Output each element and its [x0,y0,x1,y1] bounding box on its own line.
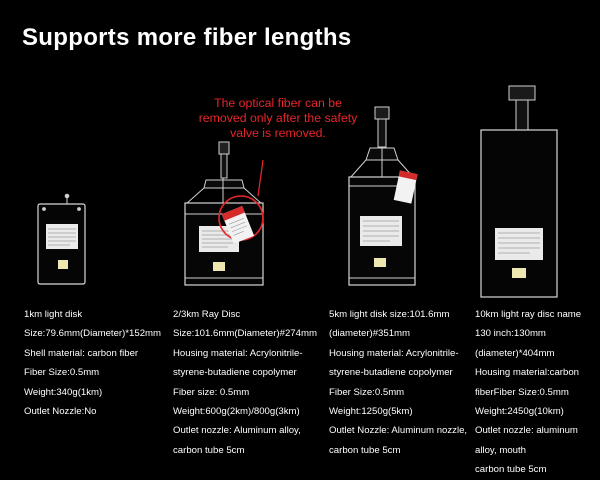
safety-valve-callout: The optical fiber can be removed only af… [198,96,358,140]
spec-line: Size:79.6mm(Diameter)*152mm [24,328,162,340]
spec-line: alloy, mouth [475,444,527,456]
product-1km-image [37,193,86,285]
product-10km-image [480,85,558,298]
spec-line: Outlet Nozzle: Aluminum nozzle, [329,425,468,437]
spec-5km: 5km light disk size:101.6mm (diameter)#3… [329,305,474,460]
spec-line: Housing material:carbon [475,367,579,379]
spec-line: (diameter)#351mm [329,328,411,340]
spec-line: styrene-butadiene copolymer [329,367,453,379]
product-5km-image [348,106,418,286]
spec-line: Weight:2450g(10km) [475,406,564,418]
product-illustrations [37,85,558,298]
spec-line: 5km light disk size:101.6mm [329,309,450,320]
spec-line: carbon tube 5cm [173,444,245,456]
spec-line: Outlet Nozzle:No [24,406,97,418]
spec-line: Outlet nozzle: Aluminum alloy, [173,425,301,437]
spec-2-3km: 2/3km Ray Disc Size:101.6mm(Diameter)#27… [173,305,323,460]
spec-line: Fiber Size:0.5mm [329,386,405,398]
spec-line: Outlet nozzle: aluminum [475,425,578,437]
spec-line: styrene-butadiene copolymer [173,367,297,379]
spec-line: carbon tube 5cm [329,444,401,456]
spec-line: 2/3km Ray Disc [173,309,241,320]
spec-line: Weight:600g(2km)/800g(3km) [173,406,300,418]
spec-line: Fiber Size:0.5mm [24,367,100,379]
spec-line: Weight:1250g(5km) [329,406,413,418]
spec-line: Fiber size: 0.5mm [173,386,250,398]
product-2-3km-image [184,141,264,286]
spec-line: carbon tube 5cm [475,464,547,476]
spec-line: Shell material: carbon fiber [24,347,139,359]
spec-line: Housing material: Acrylonitrile- [329,347,459,359]
spec-1km: 1km light disk Size:79.6mm(Diameter)*152… [24,305,164,421]
spec-line: (diameter)*404mm [475,347,555,359]
spec-line: 130 inch:130mm [475,328,546,340]
spec-line: Housing material: Acrylonitrile- [173,347,303,359]
spec-line: Weight:340g(1km) [24,386,103,398]
spec-line: fiberFiber Size:0.5mm [475,386,569,398]
spec-line: 10km light ray disc name [475,309,582,320]
spec-line: 1km light disk [24,309,83,320]
page-title: Supports more fiber lengths [22,24,352,51]
spec-line: Size:101.6mm(Diameter)#274mm [173,328,317,340]
spec-10km: 10km light ray disc name 130 inch:130mm … [475,305,597,480]
